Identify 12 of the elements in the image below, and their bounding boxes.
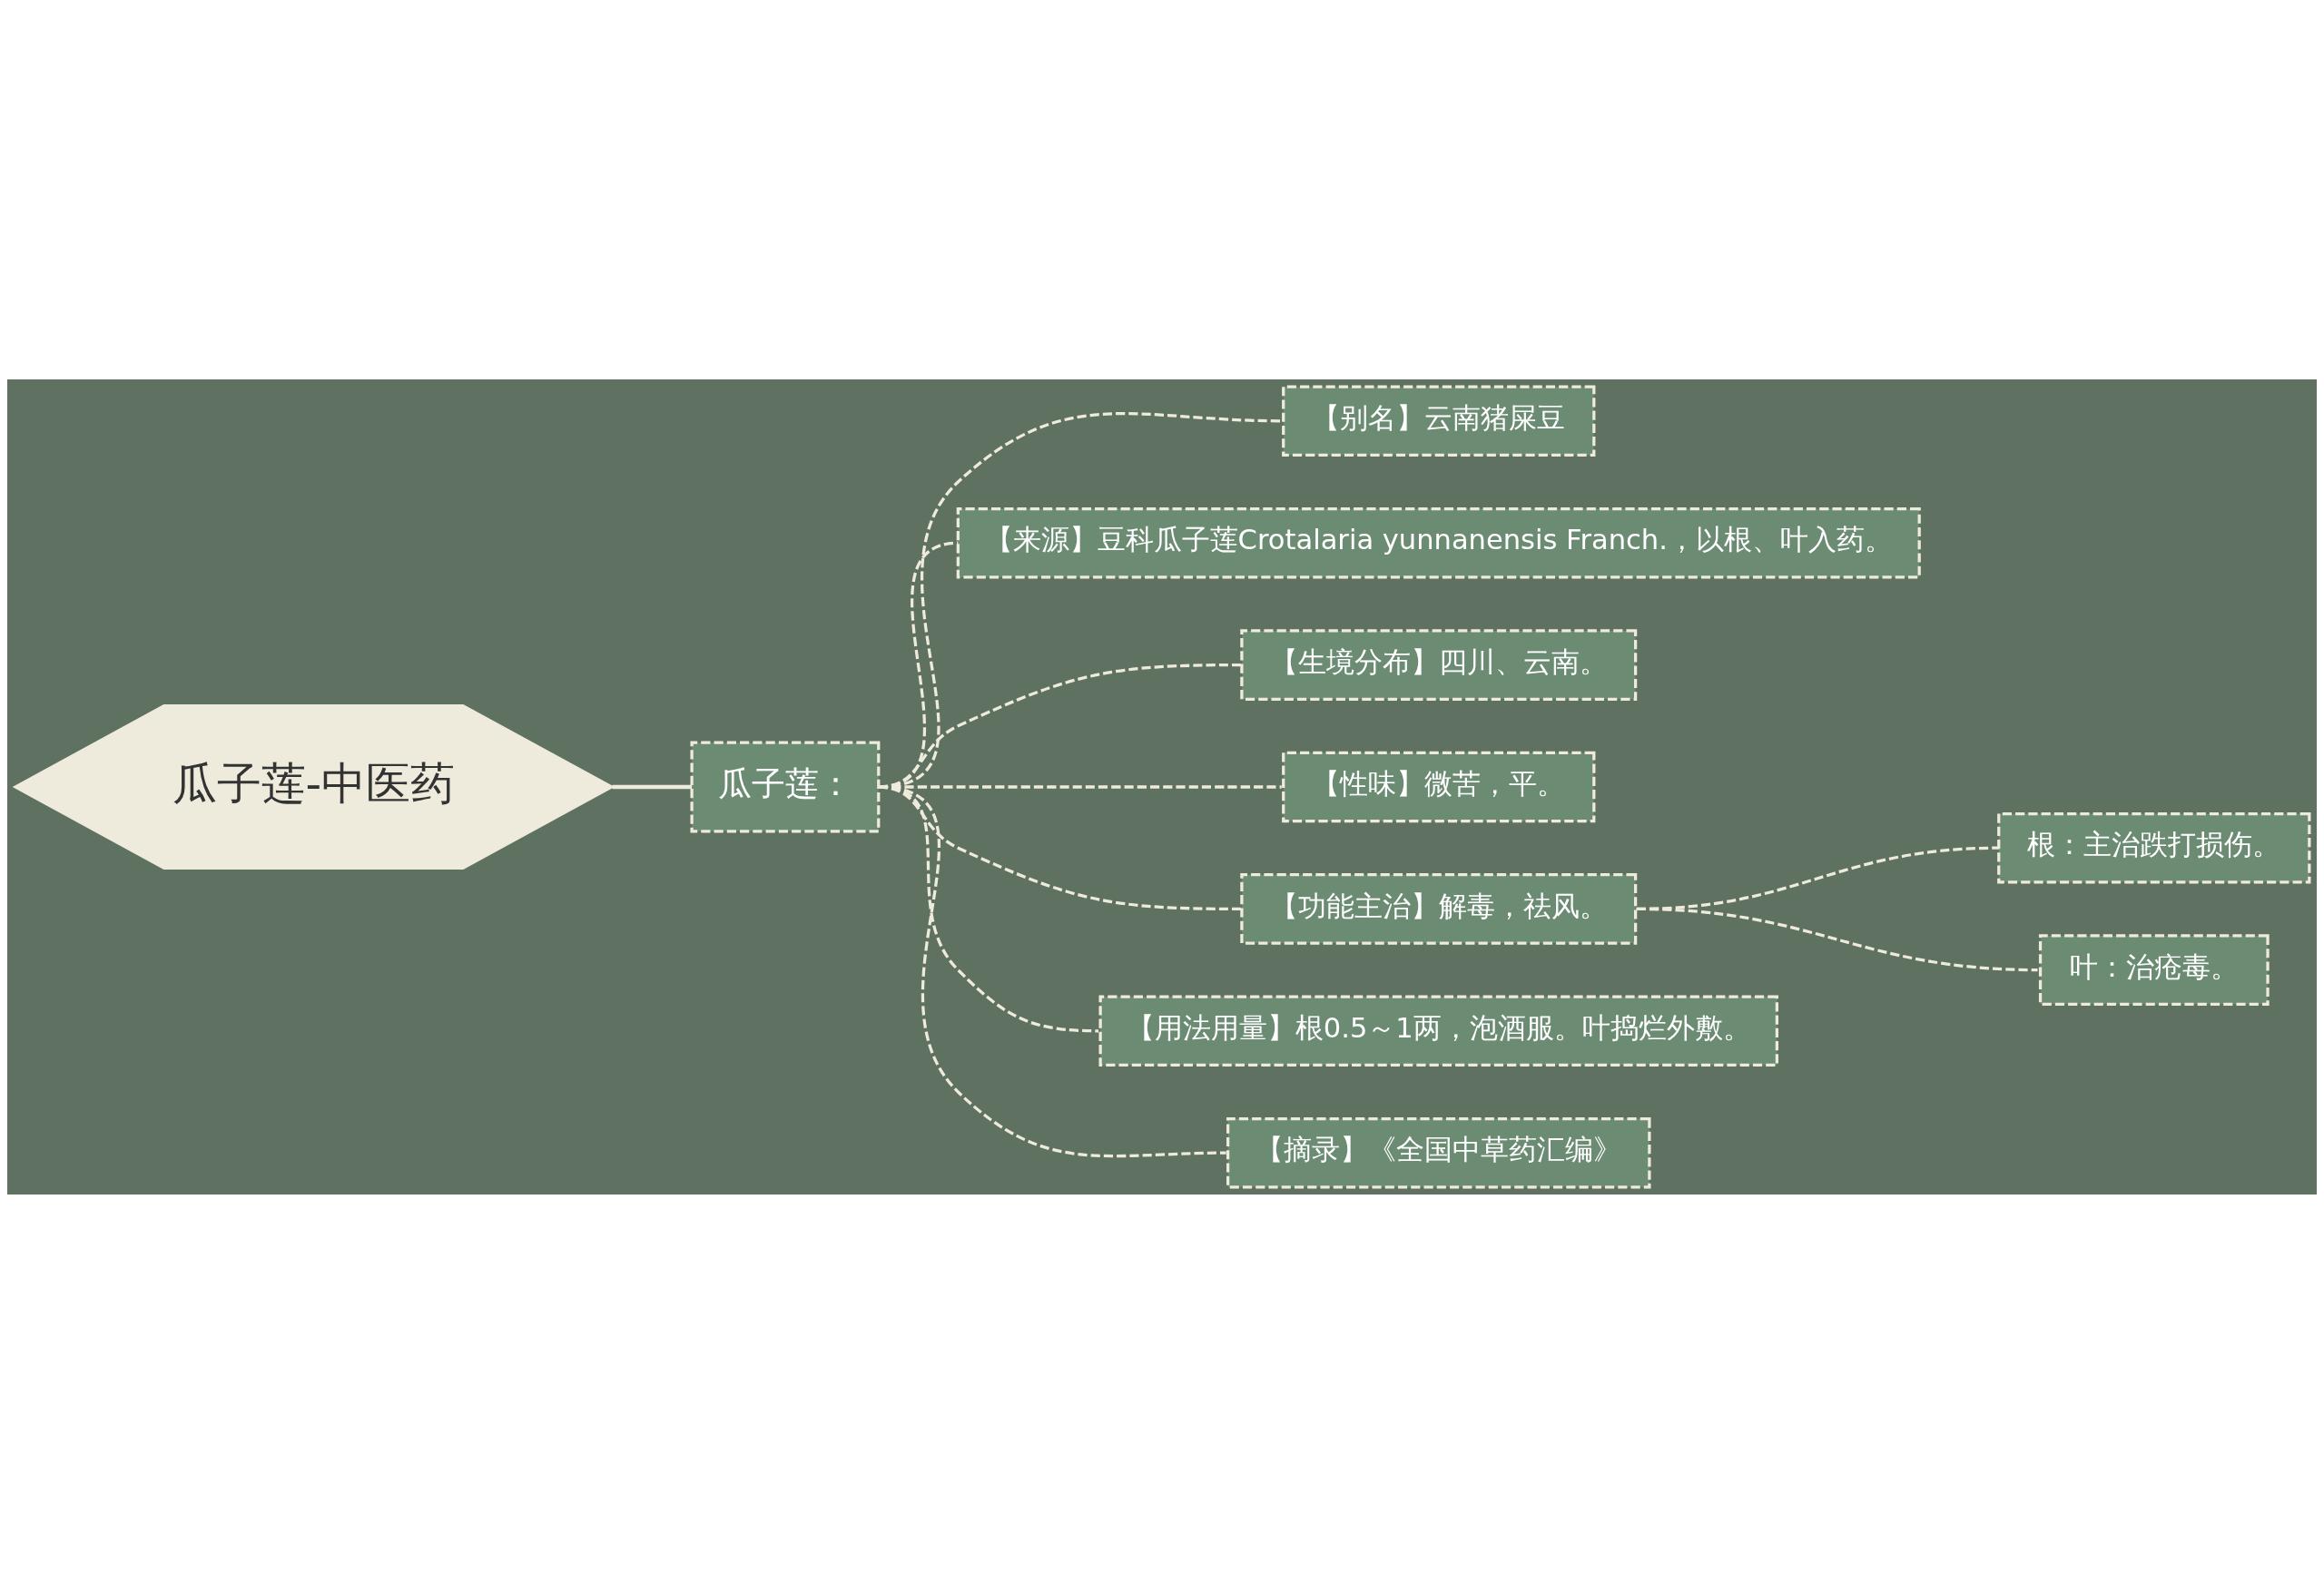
node-box: 根：主治跌打损伤。	[1997, 811, 2311, 883]
node-box: 【别名】云南猪屎豆	[1282, 385, 1596, 457]
node-box: 【摘录】《全国中草药汇编》	[1226, 1116, 1651, 1188]
node-box: 【来源】豆科瓜子莲Crotalaria yunnanensis Franch.，以根、叶入药。	[956, 506, 1921, 578]
node-box: 瓜子莲：	[690, 741, 881, 832]
connector	[1636, 907, 2038, 971]
connector	[612, 784, 693, 789]
node-box: 【功能主治】解毒，祛风。	[1240, 872, 1638, 945]
node-box: 叶：治疮毒。	[2038, 933, 2270, 1006]
node-box: 【生境分布】四川、云南。	[1240, 628, 1638, 701]
node-box: 【用法用量】根0.5～1两，泡酒服。叶捣烂外敷。	[1098, 995, 1779, 1067]
node-box: 【性味】微苦，平。	[1282, 751, 1596, 822]
